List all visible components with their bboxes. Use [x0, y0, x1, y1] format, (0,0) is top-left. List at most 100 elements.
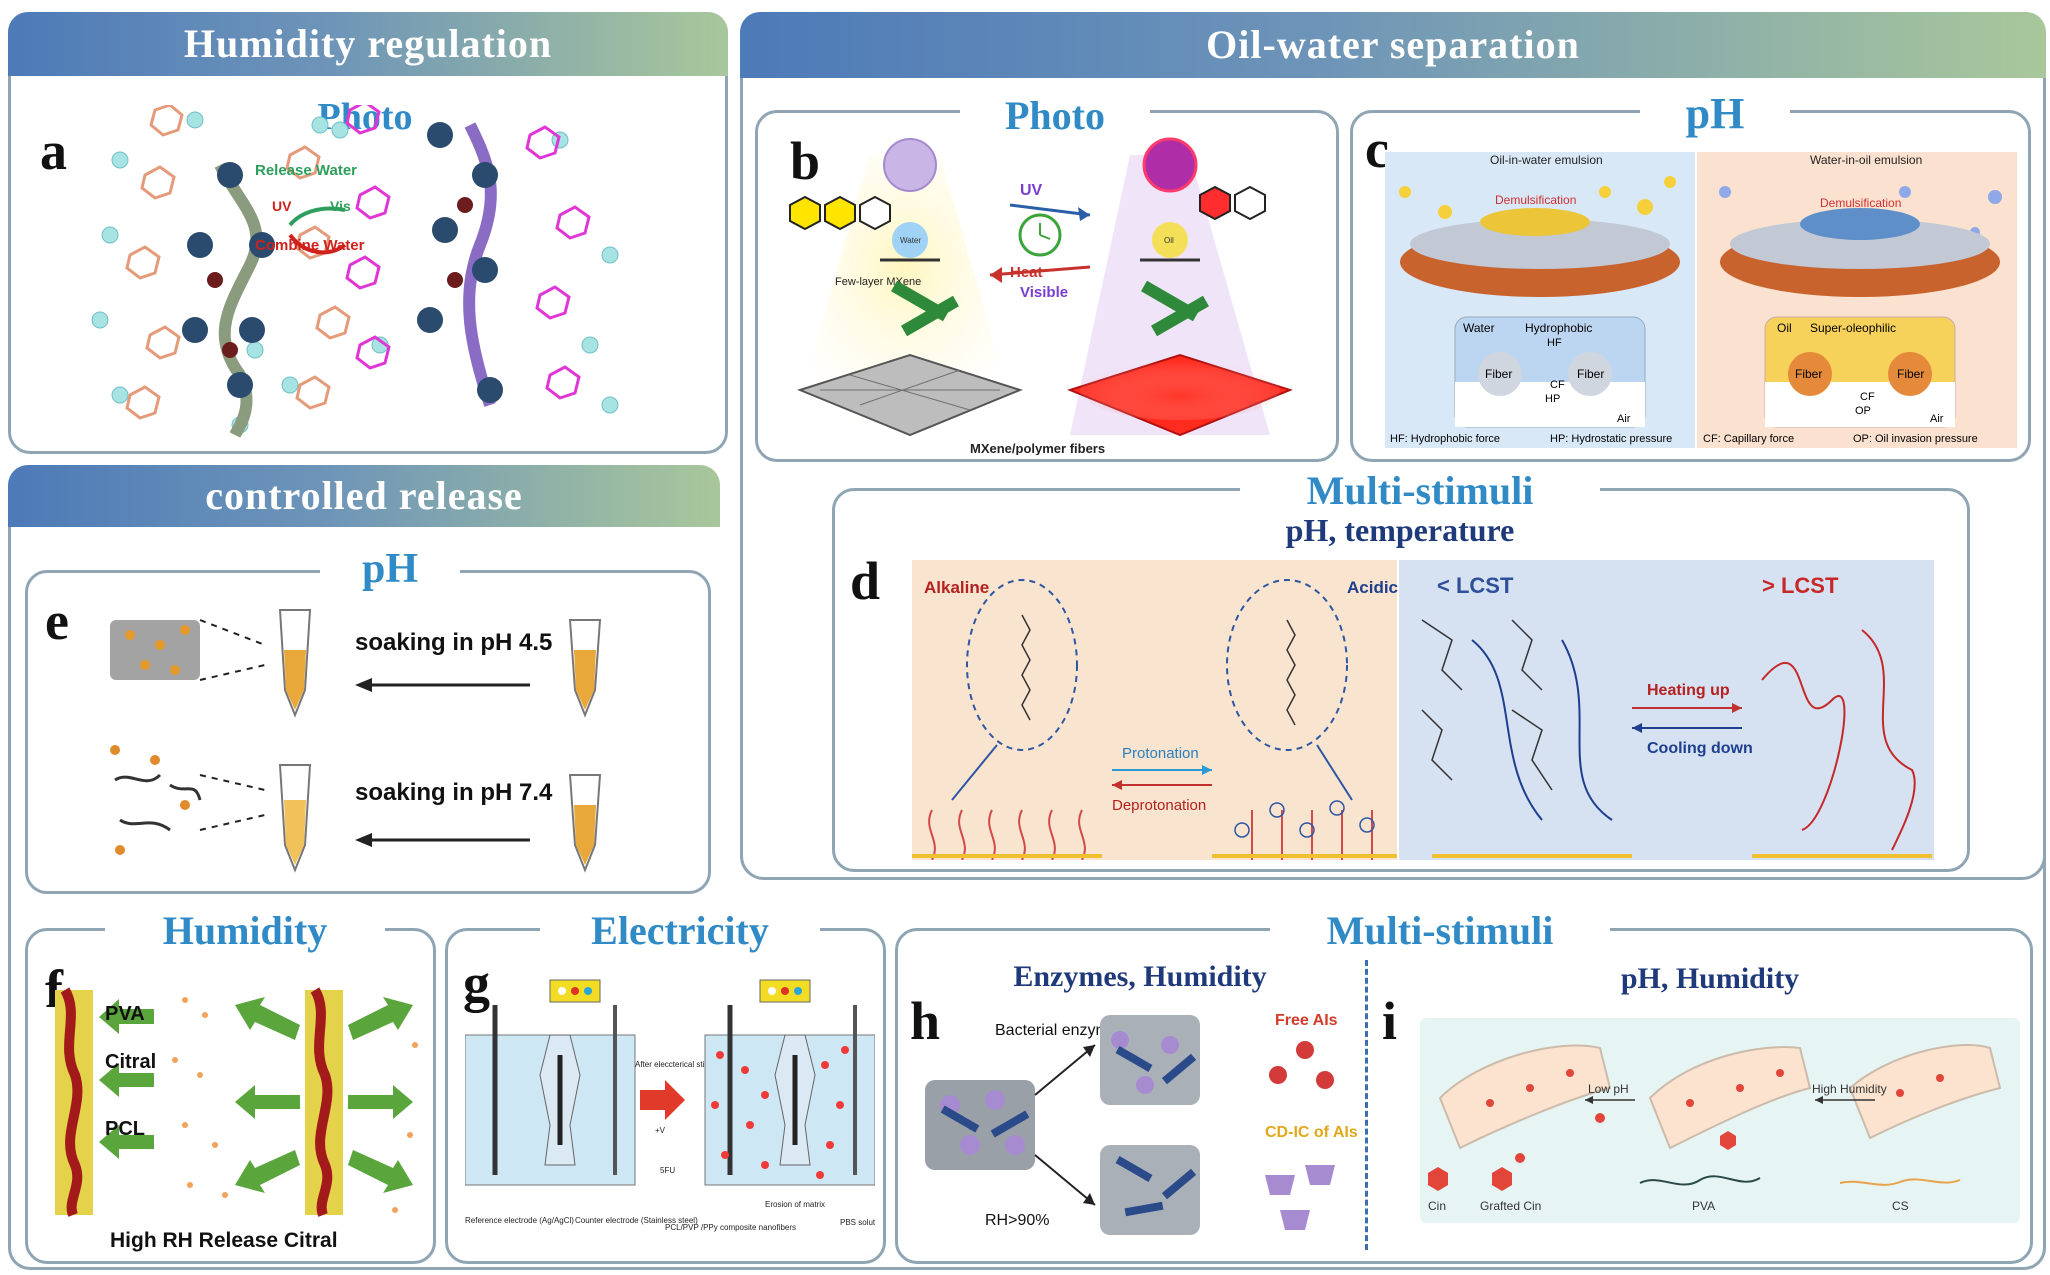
photo-sphere-left	[883, 138, 937, 192]
svg-text:Air: Air	[1930, 413, 1944, 425]
svg-text:PVA: PVA	[1692, 1199, 1715, 1213]
svg-text:Cin: Cin	[1428, 1199, 1446, 1213]
left-azobenzene-nodes	[182, 162, 275, 398]
svg-text:CS: CS	[1892, 1199, 1909, 1213]
svg-text:Cooling down: Cooling down	[1647, 740, 1753, 757]
svg-text:PVA: PVA	[105, 1003, 145, 1025]
panel-h-figure: Bacterial enzymes Free AIs CD-IC of AIs …	[925, 1012, 1358, 1235]
panel-c-letter: c	[1365, 119, 1389, 179]
svg-text:HF: Hydrophobic force: HF: Hydrophobic force	[1390, 433, 1500, 445]
humidity-regulation-header: Humidity regulation	[8, 12, 728, 76]
svg-text:Grafted Cin: Grafted Cin	[1480, 1199, 1541, 1213]
release-water-label: Release Water	[255, 162, 357, 179]
svg-text:+V: +V	[655, 1126, 666, 1135]
photo-sphere-right	[1142, 137, 1198, 193]
left-polymer-chain	[214, 162, 263, 438]
panel-b-title: Photo	[960, 92, 1150, 139]
panel-b-figure: Water Oil UV Heat Visible Few-layer MXen…	[789, 137, 1293, 455]
panel-d-subtitle: pH, temperature	[1285, 512, 1515, 548]
svg-text:CF: Capillary force: CF: Capillary force	[1703, 433, 1794, 445]
panel-d-letter: d	[850, 551, 881, 611]
svg-text:> LCST: > LCST	[1762, 573, 1839, 598]
svg-text:Water: Water	[1463, 321, 1495, 335]
uv-label: UV	[272, 198, 292, 214]
svg-text:5FU: 5FU	[660, 1166, 675, 1175]
visible-label: Visible	[1020, 284, 1068, 301]
svg-text:Protonation: Protonation	[1122, 745, 1199, 762]
water-droplets	[91, 111, 619, 434]
panel-h-letter: h	[910, 991, 941, 1051]
svg-text:Fiber: Fiber	[1795, 367, 1822, 381]
svg-text:Water: Water	[900, 236, 921, 245]
panel-hi-title: Multi-stimuli	[1270, 907, 1610, 954]
fiber-mat-grey	[797, 353, 1023, 437]
panel-e-title: pH	[320, 545, 460, 593]
panel-b-letter: b	[790, 131, 821, 191]
right-polymer-chain	[463, 122, 497, 407]
panel-c-figure: Oil-in-water emulsion Water-in-oil emuls…	[1385, 152, 2017, 448]
humidity-regulation-section: Humidity regulation	[8, 12, 728, 454]
svg-text:Hydrophobic: Hydrophobic	[1525, 321, 1592, 335]
svg-text:HP: HP	[1545, 393, 1560, 405]
panel-h-subtitle: Enzymes, Humidity	[1013, 960, 1267, 993]
panel-g-figure: After eleccterical stimulation +V 5FU Re…	[465, 979, 875, 1232]
svg-text:HP: Hydrostatic pressure: HP: Hydrostatic pressure	[1550, 433, 1672, 445]
svg-text:OP: Oil invasion pressure: OP: Oil invasion pressure	[1853, 433, 1978, 445]
svg-text:Fiber: Fiber	[1577, 367, 1604, 381]
svg-text:soaking in pH 4.5: soaking in pH 4.5	[355, 629, 552, 656]
controlled-release-frame	[8, 527, 2046, 1270]
svg-text:Fiber: Fiber	[1485, 367, 1512, 381]
svg-text:CD-IC of AIs: CD-IC of AIs	[1265, 1124, 1358, 1141]
panel-f-figure: PVA Citral PCL High RH Release Citral	[55, 987, 418, 1252]
svg-text:Demulsification: Demulsification	[1820, 196, 1901, 210]
svg-text:CF: CF	[1860, 391, 1875, 403]
panel-e-figure: soaking in pH 4.5 soaking in pH 7.4	[110, 609, 602, 873]
svg-text:CF: CF	[1550, 379, 1565, 391]
svg-text:High Humidity: High Humidity	[1812, 1082, 1887, 1096]
svg-text:Erosion of matrix: Erosion of matrix	[765, 1200, 825, 1209]
svg-text:PCL: PCL	[105, 1118, 145, 1140]
svg-text:Fiber: Fiber	[1897, 367, 1924, 381]
panel-e-letter: e	[45, 591, 69, 651]
svg-text:Free AIs: Free AIs	[1275, 1012, 1338, 1029]
combine-water-label: Combine Water	[255, 237, 365, 254]
few-layer-label: Few-layer MXene	[835, 276, 921, 288]
svg-text:OP: OP	[1855, 405, 1871, 417]
svg-text:HF: HF	[1547, 337, 1562, 349]
svg-text:Demulsification: Demulsification	[1495, 193, 1576, 207]
panel-i-subtitle: pH, Humidity	[1620, 962, 1800, 995]
panel-g-letter: g	[463, 953, 490, 1013]
svg-text:< LCST: < LCST	[1437, 573, 1514, 598]
oil-water-title: Oil-water separation	[1206, 22, 1580, 67]
panel-f-title: Humidity	[105, 907, 385, 954]
controlled-release-header: controlled release	[8, 465, 720, 527]
svg-text:Reference electrode (Ag/AgCl): Reference electrode (Ag/AgCl)	[465, 1216, 574, 1225]
panel-i-letter: i	[1382, 991, 1398, 1051]
svg-text:PCL/PVP /PPy composite nanofib: PCL/PVP /PPy composite nanofibers	[665, 1223, 796, 1232]
panel-d-title: Multi-stimuli	[1240, 467, 1600, 514]
svg-text:Bacterial enzymes: Bacterial enzymes	[995, 1022, 1126, 1039]
panel-a-figure: Release Water UV Vis Combine Water	[91, 105, 619, 438]
svg-text:Water-in-oil emulsion: Water-in-oil emulsion	[1810, 153, 1922, 167]
svg-text:soaking in pH 7.4: soaking in pH 7.4	[355, 779, 553, 806]
panel-d-figure: Alkaline Acidic Protonation Deprotonatio…	[912, 560, 1934, 860]
panel-a-letter: a	[40, 121, 67, 181]
svg-text:Super-oleophilic: Super-oleophilic	[1810, 321, 1896, 335]
panel-hi-divider	[1365, 960, 1368, 1250]
svg-text:Counter electrode (Stainless s: Counter electrode (Stainless steel)	[575, 1216, 698, 1225]
fibers-label: MXene/polymer fibers	[970, 441, 1105, 455]
water-droplet	[892, 222, 928, 258]
humidity-regulation-title: Humidity regulation	[183, 21, 553, 66]
svg-text:Alkaline: Alkaline	[924, 578, 989, 597]
svg-text:Oil-in-water emulsion: Oil-in-water emulsion	[1490, 153, 1603, 167]
oil-water-header: Oil-water separation	[740, 12, 2046, 78]
panel-i-figure: Low pH High Humidity Cin Grafted Cin PVA…	[1420, 1018, 2020, 1223]
right-azobenzene-nodes	[417, 122, 503, 403]
controlled-release-title: controlled release	[205, 473, 523, 518]
svg-text:RH>90%: RH>90%	[985, 1212, 1049, 1229]
panel-g-title: Electricity	[540, 907, 820, 954]
svg-text:After eleccterical stimulation: After eleccterical stimulation	[635, 1060, 735, 1069]
right-aromatic-rings	[345, 105, 591, 400]
svg-text:Deprotonation: Deprotonation	[1112, 797, 1206, 814]
uv-label-b: UV	[1020, 182, 1043, 199]
